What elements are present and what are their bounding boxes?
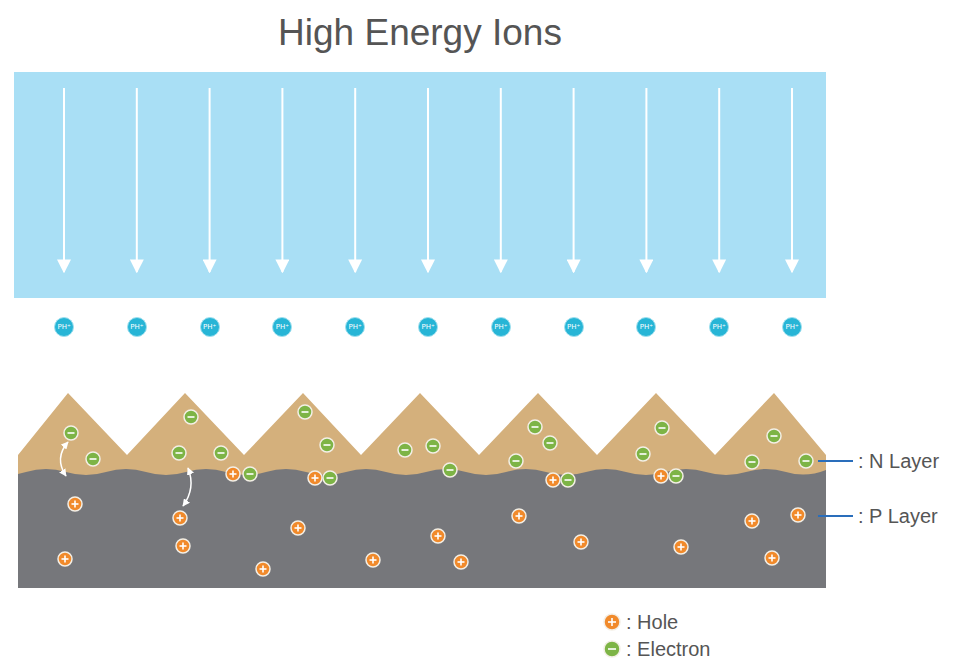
- hole-symbol: [176, 539, 190, 553]
- legend-text: : Electron: [626, 639, 710, 659]
- leader-line: [818, 460, 853, 462]
- hole-symbol: [173, 511, 187, 525]
- electron-symbol: [64, 426, 78, 440]
- ion-label: PH⁺: [640, 324, 653, 331]
- electron-symbol: [767, 429, 781, 443]
- n-layer: [18, 393, 826, 475]
- p-layer: [18, 458, 826, 588]
- ion-particle: PH⁺: [127, 317, 147, 337]
- recombination-arrow: [183, 468, 191, 506]
- electron-symbol: [214, 446, 228, 460]
- ion-particle: PH⁺: [636, 317, 656, 337]
- ion-beam-field: [14, 72, 826, 298]
- ion-particle: PH⁺: [782, 317, 802, 337]
- hole-symbol: [291, 521, 305, 535]
- layer-label: : N Layer: [858, 451, 939, 471]
- hole-symbol: [546, 473, 560, 487]
- ion-particle: PH⁺: [200, 317, 220, 337]
- hole-symbol: [431, 529, 445, 543]
- ion-label: PH⁺: [713, 324, 726, 331]
- layer-label: : P Layer: [858, 506, 938, 526]
- ion-label: PH⁺: [203, 324, 216, 331]
- hole-symbol: [604, 614, 620, 630]
- ion-particle: PH⁺: [54, 317, 74, 337]
- electron-symbol: [443, 463, 457, 477]
- electron-symbol: [398, 443, 412, 457]
- ion-label: PH⁺: [567, 324, 580, 331]
- hole-symbol: [674, 540, 688, 554]
- electron-symbol: [298, 405, 312, 419]
- electron-symbol: [561, 473, 575, 487]
- ion-particle: PH⁺: [564, 317, 584, 337]
- electron-symbol: [799, 454, 813, 468]
- ion-label: PH⁺: [276, 324, 289, 331]
- beam-arrow: [281, 88, 283, 272]
- electron-symbol: [655, 421, 669, 435]
- electron-symbol: [243, 467, 257, 481]
- electron-symbol: [604, 641, 620, 657]
- ion-label: PH⁺: [57, 324, 70, 331]
- hole-symbol: [366, 553, 380, 567]
- beam-arrow: [718, 88, 720, 272]
- title: High Energy Ions: [278, 14, 562, 51]
- electron-symbol: [636, 447, 650, 461]
- legend-icons: [604, 614, 620, 657]
- hole-symbol: [654, 469, 668, 483]
- recombination-arrow: [60, 442, 68, 476]
- hole-symbol: [68, 497, 82, 511]
- beam-arrow: [500, 88, 502, 272]
- hole-symbol: [574, 535, 588, 549]
- electron-symbol: [86, 452, 100, 466]
- beam-arrow: [645, 88, 647, 272]
- hole-symbol: [256, 562, 270, 576]
- beam-arrow: [136, 88, 138, 272]
- hole-symbol: [512, 509, 526, 523]
- legend-text: : Hole: [626, 612, 678, 632]
- ion-label: PH⁺: [494, 324, 507, 331]
- ion-particle: PH⁺: [709, 317, 729, 337]
- hole-symbol: [226, 467, 240, 481]
- leader-line: [818, 515, 853, 517]
- ion-beam-arrows: [64, 88, 792, 272]
- beam-arrow: [573, 88, 575, 272]
- hole-symbol: [745, 514, 759, 528]
- hole-symbol: [58, 552, 72, 566]
- electron-symbol: [669, 469, 683, 483]
- electron-symbol: [172, 446, 186, 460]
- electron-symbol: [320, 438, 334, 452]
- beam-arrow: [791, 88, 793, 272]
- ion-particle: PH⁺: [272, 317, 292, 337]
- ion-label: PH⁺: [349, 324, 362, 331]
- electron-symbol: [426, 439, 440, 453]
- electron-symbol: [543, 436, 557, 450]
- electron-symbol: [184, 410, 198, 424]
- beam-arrow: [209, 88, 211, 272]
- electron-symbol: [528, 420, 542, 434]
- hole-symbol: [791, 508, 805, 522]
- ion-label: PH⁺: [785, 324, 798, 331]
- ion-particle: PH⁺: [345, 317, 365, 337]
- electron-symbol: [509, 454, 523, 468]
- electron-symbol: [745, 455, 759, 469]
- hole-symbol: [308, 471, 322, 485]
- ion-particle: PH⁺: [418, 317, 438, 337]
- hole-symbol: [454, 555, 468, 569]
- ion-label: PH⁺: [130, 324, 143, 331]
- beam-arrow: [427, 88, 429, 272]
- ion-particle: PH⁺: [491, 317, 511, 337]
- hole-symbol: [765, 551, 779, 565]
- electron-symbol: [323, 471, 337, 485]
- beam-arrow: [354, 88, 356, 272]
- ion-label: PH⁺: [421, 324, 434, 331]
- beam-arrow: [63, 88, 65, 272]
- charge-carriers: [58, 405, 813, 576]
